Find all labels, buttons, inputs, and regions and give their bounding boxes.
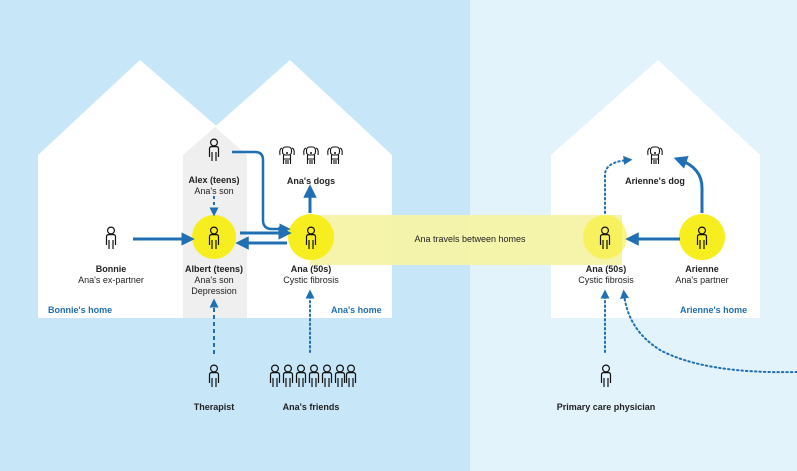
albert-relation: Ana's son: [194, 275, 234, 285]
anas-home-label: Ana's home: [331, 305, 382, 315]
physician-name: Primary care physician: [556, 402, 656, 412]
arienne-label: Arienne Ana's partner: [675, 264, 728, 286]
albert-label: Albert (teens) Ana's son Depression: [185, 264, 243, 297]
anas-dogs-label: Ana's dogs: [287, 176, 335, 187]
ana-left-name: Ana (50s): [290, 264, 332, 274]
anas-dogs-name: Ana's dogs: [286, 176, 336, 186]
ariennes-dog-name: Arienne's dog: [625, 176, 685, 186]
albert-condition: Depression: [191, 286, 237, 296]
bonnie-relation: Ana's ex-partner: [78, 275, 144, 285]
travel-band: [310, 215, 622, 265]
ana-right-name: Ana (50s): [585, 264, 627, 274]
alex-name: Alex (teens): [188, 175, 240, 185]
bonnies-home-label: Bonnie's home: [48, 305, 113, 315]
alex-relation: Ana's son: [194, 186, 234, 196]
albert-name: Albert (teens): [184, 264, 244, 274]
ariennes-dog-label: Arienne's dog: [625, 176, 685, 187]
arienne-relation: Ana's partner: [675, 275, 729, 285]
arienne-highlight: [679, 214, 725, 260]
therapist-name: Therapist: [193, 402, 235, 412]
ana-right-highlight: [583, 215, 627, 259]
therapist-label: Therapist: [194, 402, 235, 413]
physician-label: Primary care physician: [557, 402, 656, 413]
friends-label: Ana's friends: [283, 402, 340, 413]
ana-right-label: Ana (50s) Cystic fibrosis: [578, 264, 634, 286]
bonnie-label: Bonnie Ana's ex-partner: [78, 264, 144, 286]
alex-label: Alex (teens) Ana's son: [188, 175, 239, 197]
ana-right-condition: Cystic fibrosis: [578, 275, 634, 285]
ana-to-ariennes-dog-dotted: [604, 155, 633, 214]
arienne-to-dog-arrow: [673, 155, 704, 213]
travel-band-label: Ana travels between homes: [414, 234, 526, 244]
albert-highlight: [192, 215, 236, 259]
ana-left-label: Ana (50s) Cystic fibrosis: [283, 264, 339, 286]
ariennes-home-label: Arienne's home: [680, 305, 748, 315]
offscreen-to-ana-dotted: [620, 289, 797, 374]
ana-left-condition: Cystic fibrosis: [283, 275, 339, 285]
friends-name: Ana's friends: [282, 402, 340, 412]
ana-left-highlight: [288, 214, 334, 260]
alex-to-ana-arrow: [232, 150, 291, 235]
bonnie-name: Bonnie: [95, 264, 127, 274]
arienne-name: Arienne: [685, 264, 719, 274]
